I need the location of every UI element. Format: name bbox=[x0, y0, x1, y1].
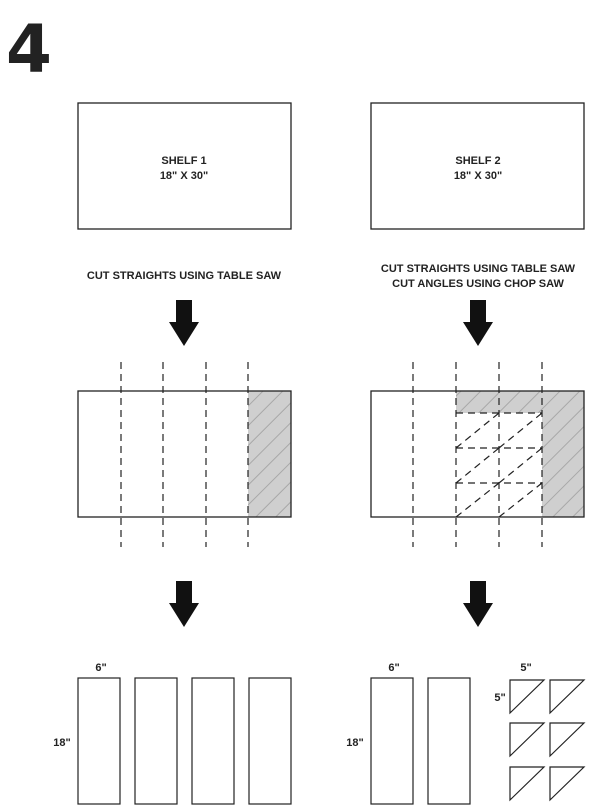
shelf1-height-label: 18" bbox=[53, 737, 70, 749]
shelf2-triangle bbox=[549, 766, 586, 802]
shelf2-triangle bbox=[549, 679, 586, 715]
shelf1-cut-plan bbox=[77, 362, 292, 547]
shelf2-result-pieces: 6" 18" 5" 5" bbox=[346, 662, 586, 805]
shelf2-triangle-height-label: 5" bbox=[494, 692, 505, 704]
shelf1-strip bbox=[134, 677, 178, 805]
shelf2-instruction-2: CUT ANGLES USING CHOP SAW bbox=[392, 278, 564, 290]
shelf2-size: 18" X 30" bbox=[454, 170, 502, 182]
shelf2-name: SHELF 2 bbox=[455, 155, 500, 167]
down-arrow-icon bbox=[463, 581, 493, 627]
shelf1-strip bbox=[248, 677, 292, 805]
shelf2-height-label: 18" bbox=[346, 737, 363, 749]
down-arrow-icon bbox=[169, 581, 199, 627]
shelf1-size: 18" X 30" bbox=[160, 170, 208, 182]
shelf1-board: SHELF 1 18" X 30" bbox=[77, 102, 292, 230]
shelf2-triangle bbox=[509, 766, 546, 802]
down-arrow-icon bbox=[169, 300, 199, 346]
shelf2-board: SHELF 2 18" X 30" bbox=[370, 102, 585, 230]
shelf2-waste-right bbox=[542, 391, 584, 517]
shelf1-width-label: 6" bbox=[95, 662, 106, 674]
shelf2-strip bbox=[427, 677, 471, 805]
shelf1-name: SHELF 1 bbox=[161, 155, 206, 167]
shelf2-instruction-1: CUT STRAIGHTS USING TABLE SAW bbox=[381, 263, 576, 275]
shelf2-triangle-width-label: 5" bbox=[520, 662, 531, 674]
down-arrow-icon bbox=[463, 300, 493, 346]
shelf2-triangle bbox=[549, 722, 586, 758]
shelf1-waste-area bbox=[248, 391, 291, 517]
step-number: 4 bbox=[6, 11, 52, 88]
shelf2-width-label: 6" bbox=[388, 662, 399, 674]
shelf2-triangle bbox=[509, 679, 546, 715]
shelf1-result-pieces: 6" 18" bbox=[53, 662, 292, 805]
shelf2-cut-plan bbox=[370, 362, 585, 547]
shelf2-strip bbox=[370, 677, 414, 805]
shelf1-strip bbox=[77, 677, 121, 805]
shelf2-triangle bbox=[509, 722, 546, 758]
shelf2-cut-lines bbox=[412, 362, 543, 547]
shelf1-strip bbox=[191, 677, 235, 805]
shelf1-cut-lines bbox=[120, 362, 249, 547]
shelf1-instruction: CUT STRAIGHTS USING TABLE SAW bbox=[87, 270, 282, 282]
